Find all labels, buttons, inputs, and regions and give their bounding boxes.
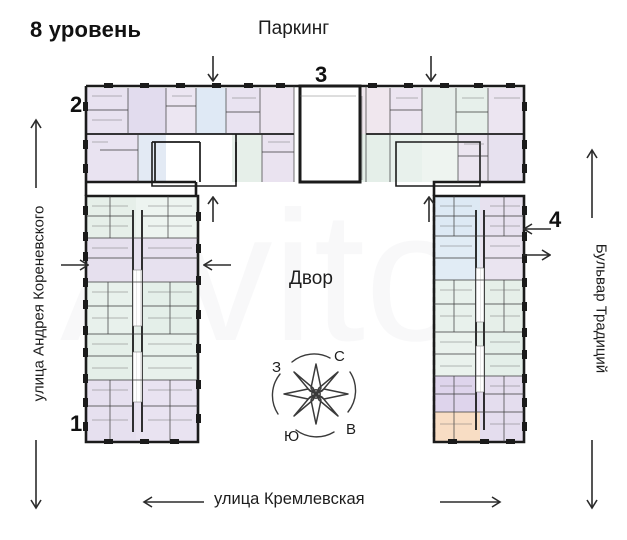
street-arrow-bottom-right bbox=[440, 496, 502, 508]
entrance-arrow-yard-west bbox=[203, 259, 231, 271]
courtyard-label: Двор bbox=[289, 268, 333, 289]
street-arrow-left-down bbox=[30, 440, 42, 510]
compass-north-label: С bbox=[334, 348, 345, 365]
north-wing-units bbox=[86, 88, 524, 182]
street-arrow-right-down bbox=[586, 440, 598, 510]
entrance-arrow-section-3-left bbox=[207, 56, 219, 82]
compass-east-label: В bbox=[346, 421, 356, 438]
north-wing[interactable] bbox=[83, 83, 527, 196]
street-arrow-right-up bbox=[586, 148, 598, 218]
page-title: 8 уровень bbox=[30, 17, 142, 42]
east-wing[interactable] bbox=[432, 194, 527, 444]
street-label-bottom: улица Кремлевская bbox=[214, 490, 365, 508]
compass-west-label: З bbox=[272, 359, 281, 376]
street-arrow-bottom-left bbox=[142, 496, 204, 508]
entrance-arrow-street-west bbox=[61, 259, 89, 271]
entrance-arrow-courtyard-right bbox=[423, 196, 435, 222]
entrance-arrow-courtyard-left bbox=[207, 196, 219, 222]
section-number-3[interactable]: 3 bbox=[315, 62, 328, 87]
entrance-arrow-section-4 bbox=[523, 223, 551, 235]
entrance-arrow-section-3-right bbox=[425, 56, 437, 82]
compass-rose: С В Ю З bbox=[271, 348, 357, 444]
section-number-4[interactable]: 4 bbox=[549, 207, 562, 232]
street-arrow-left-up bbox=[30, 118, 42, 188]
compass-south-label: Ю bbox=[284, 428, 299, 444]
parking-label: Паркинг bbox=[258, 18, 330, 39]
west-wing[interactable] bbox=[83, 194, 201, 444]
section-number-2[interactable]: 2 bbox=[70, 92, 83, 117]
entrance-arrow-yard-east bbox=[523, 249, 551, 261]
west-wing-units bbox=[86, 196, 198, 442]
section-number-1[interactable]: 1 bbox=[70, 411, 83, 436]
